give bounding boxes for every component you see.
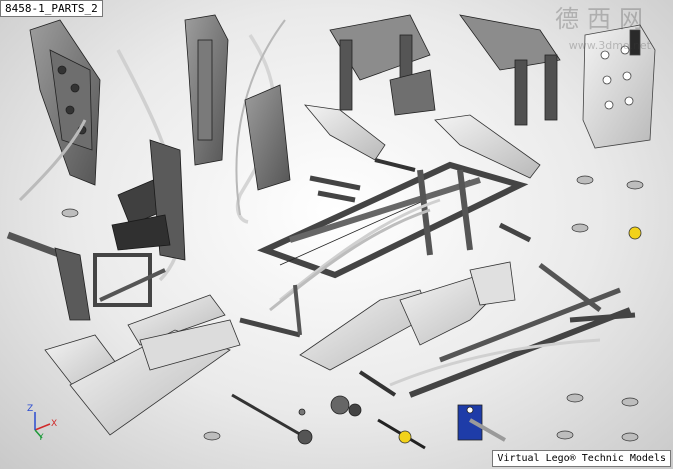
mid-panel	[244, 84, 291, 191]
credit-label: Virtual Lego® Technic Models	[492, 450, 671, 467]
model-title-label: 8458-1_PARTS_2	[0, 0, 103, 17]
blue-shock-absorber	[457, 404, 506, 442]
arm-parts-upper	[304, 104, 541, 179]
left-beams	[6, 231, 166, 321]
right-chassis	[358, 263, 632, 398]
flex-hose-center-2	[235, 19, 286, 216]
white-arms-center	[299, 261, 516, 371]
axis-z-label: Z	[27, 404, 34, 414]
axis-x-label: X	[51, 419, 58, 429]
small-pins	[61, 175, 644, 442]
axis-triad-icon	[34, 412, 51, 439]
small-beams	[309, 175, 636, 323]
top-pillar-part	[184, 14, 229, 166]
top-frame-assembly	[329, 14, 436, 116]
watermark-logo: 德西网	[555, 5, 651, 33]
lower-white-panels	[44, 294, 241, 436]
axle-gears	[231, 393, 362, 445]
chassis-frame	[239, 161, 529, 338]
watermark-url: www.3dmo.net	[568, 39, 651, 52]
right-frame-assembly	[459, 14, 561, 126]
yellow-parts	[377, 226, 642, 450]
left-panel-assembly	[18, 19, 101, 202]
engine-block	[582, 24, 656, 149]
seat-assembly	[111, 139, 186, 261]
axis-y-label: Y	[38, 433, 44, 443]
